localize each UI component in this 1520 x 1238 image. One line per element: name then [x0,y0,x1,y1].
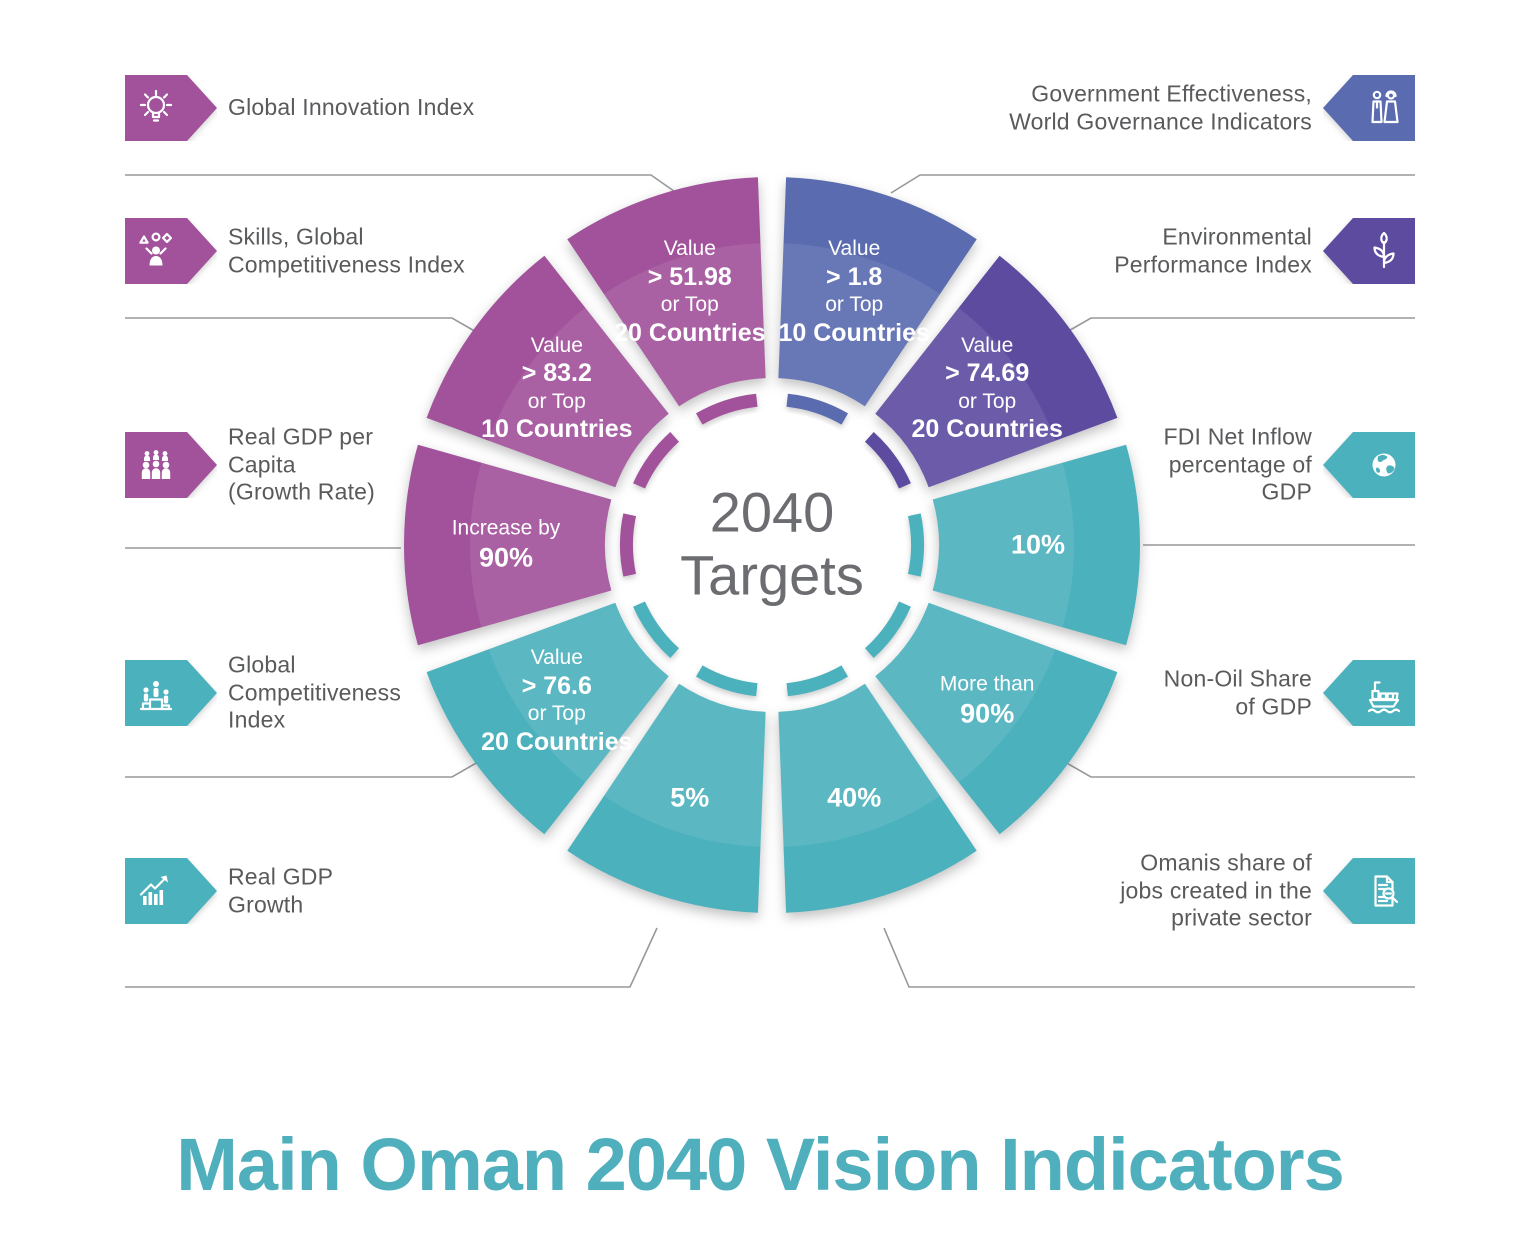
inner-ring-arc-2 [865,432,911,489]
donut-segment-10 [567,177,766,407]
plant-icon [1323,218,1415,284]
divider-connector-line [1064,761,1415,778]
donut-segment-1 [778,177,977,407]
divider-connector-line [1064,317,1415,334]
indicator-label-global-innovation-index: Global Innovation Index [228,94,475,121]
inner-ring-arc-8 [619,513,636,577]
divider-connector-line [125,927,658,988]
people-group-icon [125,432,217,498]
skills-icon [125,218,217,284]
donut-segment-9 [426,255,669,488]
inner-ring-arc-9 [633,432,679,489]
center-word: Targets [680,543,864,606]
donut-segment-4 [875,602,1118,835]
lightbulb-icon [125,75,217,141]
segment-target-label: 5% [670,782,710,813]
indicator-label-government-effectiveness: Government Effectiveness,World Governanc… [1009,80,1312,134]
podium-icon [125,660,217,726]
inner-ring-arc-7 [633,601,679,658]
divider-connector-line [890,174,1415,194]
ship-icon [1323,660,1415,726]
segment-target-label: 10% [1010,529,1066,560]
donut-segment-7 [426,602,669,835]
donut-segment-3 [932,444,1141,646]
donut-segment-2 [875,255,1118,488]
page-title: Main Oman 2040 Vision Indicators [176,1123,1344,1206]
citizens-icon [1323,75,1415,141]
growth-chart-icon [125,858,217,924]
globe-icon [1323,432,1415,498]
divider-connector-line [125,761,479,778]
inner-ring-arc-10 [696,393,758,425]
inner-ring-arc-4 [865,601,911,658]
divider-connector-line [883,927,1415,988]
donut-center-title: 2040 Targets [632,480,912,606]
inner-ring-arc-6 [696,665,758,697]
divider-connector-line [125,317,479,334]
divider-connector-line [125,174,682,197]
inner-ring-arc-1 [786,393,848,425]
donut-segment-8 [403,444,612,646]
donut-segment-5 [778,683,977,913]
segment-target-label: 40% [827,782,882,813]
center-year: 2040 [709,480,835,544]
document-search-icon [1323,858,1415,924]
inner-ring-arc-3 [908,513,925,577]
donut-segment-6 [567,683,766,913]
inner-ring-arc-5 [786,665,848,697]
